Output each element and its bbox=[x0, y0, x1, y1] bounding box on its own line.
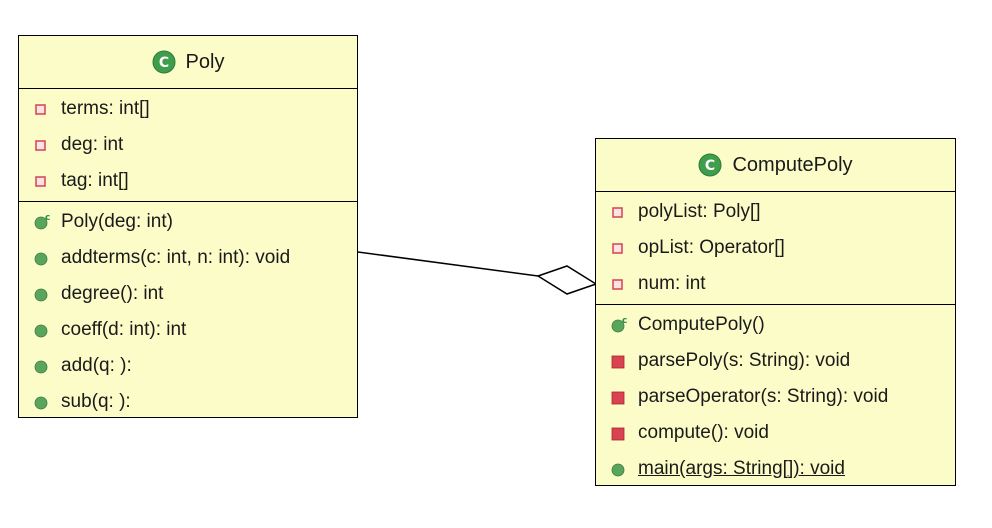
operation-text: compute(): void bbox=[638, 422, 769, 443]
public-circle-icon bbox=[34, 324, 48, 338]
attribute-row[interactable]: opList: Operator[] bbox=[596, 230, 955, 266]
private-method-square-icon bbox=[611, 391, 625, 405]
class-header-computepoly: C ComputePoly bbox=[596, 139, 955, 192]
attributes-poly: terms: int[] deg: int tag: int[] bbox=[19, 89, 357, 202]
class-c-icon: C bbox=[698, 153, 722, 177]
operation-row[interactable]: coeff(d: int): int bbox=[19, 312, 357, 348]
class-box-poly[interactable]: C Poly terms: int[] deg: int tag: int[] c P… bbox=[18, 35, 358, 418]
operations-computepoly: c ComputePoly() parsePoly(s: String): void… bbox=[596, 305, 955, 489]
attribute-text: deg: int bbox=[61, 134, 124, 155]
svg-text:C: C bbox=[158, 55, 168, 71]
private-field-square-icon bbox=[612, 207, 623, 218]
class-name-poly: Poly bbox=[185, 50, 225, 73]
public-circle-icon bbox=[34, 396, 48, 410]
operation-row[interactable]: c ComputePoly() bbox=[596, 307, 955, 343]
association-line bbox=[357, 251, 539, 277]
public-circle-icon bbox=[34, 360, 48, 374]
operation-text: add(q: ): bbox=[61, 355, 132, 376]
attribute-text: tag: int[] bbox=[61, 170, 129, 191]
private-field-square-icon bbox=[612, 279, 623, 290]
operation-text: degree(): int bbox=[61, 283, 164, 304]
operation-text: ComputePoly() bbox=[638, 314, 765, 335]
private-field-square-icon bbox=[612, 243, 623, 254]
public-circle-icon bbox=[611, 463, 625, 477]
operation-row[interactable]: sub(q: ): bbox=[19, 384, 357, 420]
constructor-icon: c bbox=[34, 213, 50, 230]
operation-row[interactable]: compute(): void bbox=[596, 415, 955, 451]
private-field-square-icon bbox=[35, 140, 46, 151]
class-name-computepoly: ComputePoly bbox=[732, 153, 853, 176]
attribute-row[interactable]: num: int bbox=[596, 266, 955, 302]
class-c-icon: C bbox=[152, 50, 176, 74]
operation-text: sub(q: ): bbox=[61, 391, 131, 412]
attribute-text: opList: Operator[] bbox=[638, 237, 785, 258]
operation-text: addterms(c: int, n: int): void bbox=[61, 247, 291, 268]
private-field-square-icon bbox=[35, 104, 46, 115]
operation-row[interactable]: addterms(c: int, n: int): void bbox=[19, 240, 357, 276]
operation-text: coeff(d: int): int bbox=[61, 319, 187, 340]
public-circle-icon bbox=[34, 288, 48, 302]
class-box-computepoly[interactable]: C ComputePoly polyList: Poly[] opList: Op… bbox=[595, 138, 956, 486]
private-method-square-icon bbox=[611, 427, 625, 441]
aggregation-diamond bbox=[536, 265, 598, 295]
operations-poly: c Poly(deg: int) addterms(c: int, n: int):… bbox=[19, 202, 357, 422]
operation-row[interactable]: c Poly(deg: int) bbox=[19, 204, 357, 240]
attributes-computepoly: polyList: Poly[] opList: Operator[] num: i… bbox=[596, 192, 955, 305]
public-circle-icon bbox=[34, 252, 48, 266]
attribute-text: polyList: Poly[] bbox=[638, 201, 761, 222]
private-field-square-icon bbox=[35, 176, 46, 187]
class-header-poly: C Poly bbox=[19, 36, 357, 89]
attribute-row[interactable]: tag: int[] bbox=[19, 163, 357, 199]
private-method-square-icon bbox=[611, 355, 625, 369]
constructor-icon: c bbox=[611, 316, 627, 333]
attribute-row[interactable]: polyList: Poly[] bbox=[596, 194, 955, 230]
operation-row[interactable]: degree(): int bbox=[19, 276, 357, 312]
svg-text:c: c bbox=[622, 316, 627, 326]
operation-row[interactable]: main(args: String[]): void bbox=[596, 451, 955, 487]
attribute-text: num: int bbox=[638, 273, 706, 294]
svg-text:c: c bbox=[45, 213, 50, 223]
operation-text: parsePoly(s: String): void bbox=[638, 350, 851, 371]
operation-row[interactable]: parsePoly(s: String): void bbox=[596, 343, 955, 379]
attribute-text: terms: int[] bbox=[61, 98, 150, 119]
attribute-row[interactable]: terms: int[] bbox=[19, 91, 357, 127]
operation-text: Poly(deg: int) bbox=[61, 211, 173, 232]
operation-text: parseOperator(s: String): void bbox=[638, 386, 889, 407]
operation-row[interactable]: add(q: ): bbox=[19, 348, 357, 384]
operation-row[interactable]: parseOperator(s: String): void bbox=[596, 379, 955, 415]
operation-text: main(args: String[]): void bbox=[638, 458, 845, 479]
svg-text:C: C bbox=[705, 158, 715, 174]
attribute-row[interactable]: deg: int bbox=[19, 127, 357, 163]
